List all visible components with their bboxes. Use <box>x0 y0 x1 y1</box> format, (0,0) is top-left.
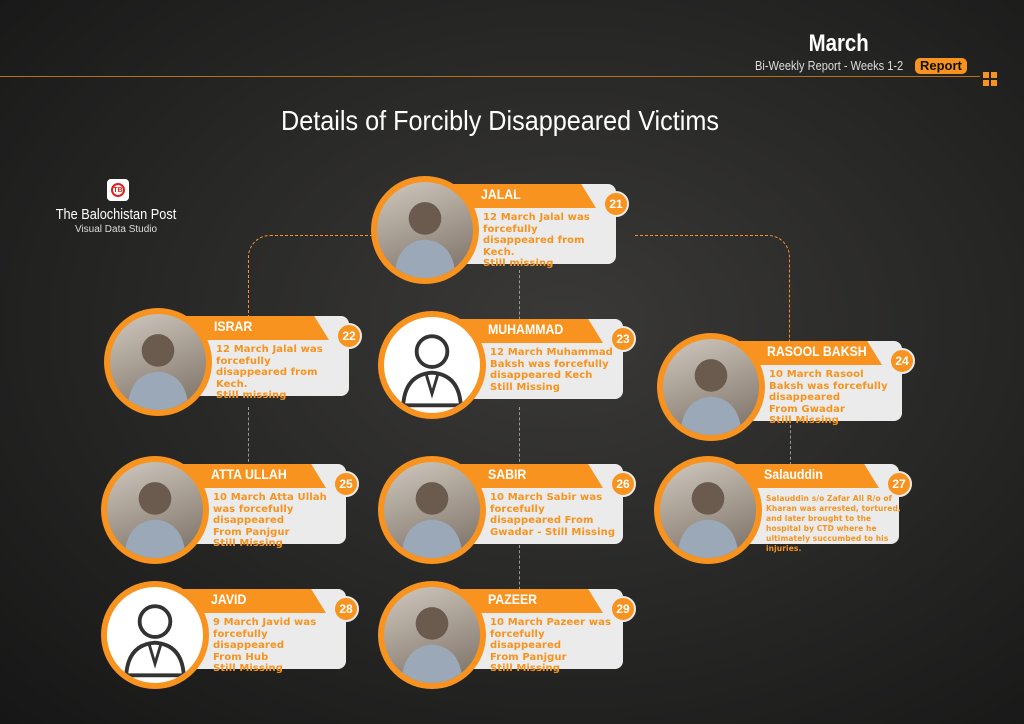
victim-card: SABIR 26 10 March Sabir was forcefully d… <box>378 456 648 564</box>
victim-number: 29 <box>610 596 636 622</box>
victim-name: Salauddin <box>764 466 823 482</box>
victim-photo <box>378 456 486 564</box>
victim-photo <box>654 456 762 564</box>
brand-logo: TB <box>107 179 129 201</box>
victim-name: ISRAR <box>214 318 253 334</box>
victim-card: PAZEER 29 10 March Pazeer was forcefully… <box>378 581 648 689</box>
connector-left-2 <box>248 407 249 467</box>
victim-photo <box>378 581 486 689</box>
victim-name: JAVID <box>211 591 247 607</box>
victim-number: 25 <box>333 471 359 497</box>
victim-number: 24 <box>889 348 915 374</box>
victim-card: JAVID 28 9 March Javid was forcefully di… <box>101 581 371 689</box>
header-month: March <box>808 30 869 57</box>
victim-number: 23 <box>610 326 636 352</box>
victim-description: 9 March Javid was forcefully disappeared… <box>213 617 317 674</box>
victim-description: 12 March Muhammad Baksh was forcefully d… <box>490 347 613 393</box>
victim-card: Salauddin 27 Salauddin s/o Zafar Ali R/o… <box>654 456 924 564</box>
victim-description: 10 March Atta Ullah was forcefully disap… <box>213 492 327 549</box>
victim-name: PAZEER <box>488 591 538 607</box>
victim-number: 28 <box>333 596 359 622</box>
victim-description: 12 March Jalal was forcefully disappeare… <box>216 344 323 401</box>
victim-name: RASOOL BAKSH <box>767 343 867 359</box>
header-subtitle: Bi-Weekly Report - Weeks 1-2 <box>755 58 904 73</box>
victim-card: MUHAMMAD 23 12 March Muhammad Baksh was … <box>378 311 648 419</box>
avatar-placeholder-icon <box>378 311 486 419</box>
grid-icon <box>983 72 997 86</box>
victim-name: ATTA ULLAH <box>211 466 287 482</box>
victim-description: Salauddin s/o Zafar Ali R/o of Kharan wa… <box>766 494 901 553</box>
header-divider <box>0 76 980 77</box>
victim-photo <box>371 176 479 284</box>
brand-name: The Balochistan Post <box>55 206 177 223</box>
victim-photo <box>657 333 765 441</box>
victim-number: 27 <box>886 471 912 497</box>
brand-subtitle: Visual Data Studio <box>74 224 158 235</box>
victim-number: 26 <box>610 471 636 497</box>
connector-left <box>248 235 378 335</box>
victim-description: 12 March Jalal was forcefully disappeare… <box>483 212 590 269</box>
victim-photo <box>101 456 209 564</box>
victim-name: SABIR <box>488 466 527 482</box>
victim-number: 21 <box>603 191 629 217</box>
connector-center-2 <box>519 407 520 467</box>
victim-description: 10 March Rasool Baksh was forcefully dis… <box>769 369 888 426</box>
victim-card: RASOOL BAKSH 24 10 March Rasool Baksh wa… <box>657 333 927 441</box>
connector-right <box>635 235 790 350</box>
victim-card: JALAL 21 12 March Jalal was forcefully d… <box>371 176 641 284</box>
report-badge: Report <box>915 58 967 74</box>
victim-description: 10 March Sabir was forcefully disappeare… <box>490 492 616 538</box>
victim-name: MUHAMMAD <box>488 321 564 337</box>
connector-right-2 <box>790 425 791 465</box>
victim-name: JALAL <box>481 186 521 202</box>
victim-photo <box>104 308 212 416</box>
victim-description: 10 March Pazeer was forcefully disappear… <box>490 617 612 674</box>
victim-card: ATTA ULLAH 25 10 March Atta Ullah was fo… <box>101 456 371 564</box>
connector-center-3 <box>519 545 520 595</box>
avatar-placeholder-icon <box>101 581 209 689</box>
connector-center <box>519 270 520 330</box>
victim-card: ISRAR 22 12 March Jalal was forcefully d… <box>104 308 374 416</box>
page-title: Details of Forcibly Disappeared Victims <box>281 105 719 136</box>
victim-number: 22 <box>336 323 362 349</box>
logo-mark: TB <box>111 183 125 197</box>
